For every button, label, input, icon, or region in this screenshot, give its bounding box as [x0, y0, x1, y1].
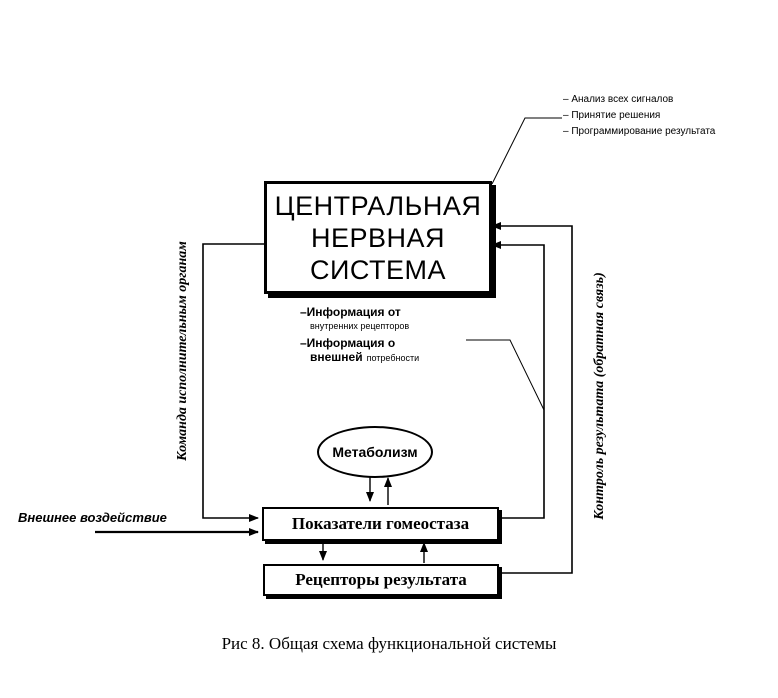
info-external-sub: потребности: [366, 353, 420, 363]
info-internal-title: –Информация от: [300, 305, 401, 319]
note-analysis: – Анализ всех сигналов: [563, 94, 674, 105]
info-internal-sub: внутренних рецепторов: [310, 321, 410, 331]
feedback-inner-connector: [491, 241, 545, 519]
homeostasis-block: Показатели гомеостаза: [262, 507, 499, 541]
note-decision: – Принятие решения: [563, 110, 661, 121]
info-internal: –Информация от внутренних рецепторов: [296, 305, 409, 333]
feedback-outer-connector: [491, 222, 573, 574]
cns-block: ЦЕНТРАЛЬНАЯ НЕРВНАЯ СИСТЕМА: [264, 181, 492, 294]
cns-line-1: ЦЕНТРАЛЬНАЯ: [274, 190, 482, 221]
note-programming: – Программирование результата: [563, 126, 716, 137]
info-pointer-line: [466, 339, 545, 411]
external-influence-label: Внешнее воздействие: [18, 510, 167, 525]
metabolism-ellipse: Метаболизм: [317, 426, 433, 478]
command-vertical-label: Команда исполнительным органам: [175, 241, 190, 461]
info-external-bold-word: внешней: [310, 350, 363, 364]
feedback-vertical-label: Контроль результата (обратная связь): [592, 272, 607, 520]
command-connector: [202, 243, 264, 522]
info-external: –Информация о внешней потребности: [296, 336, 419, 365]
cns-line-2: НЕРВНАЯ: [310, 222, 446, 253]
cns-line-3: СИСТЕМА: [309, 254, 446, 285]
info-external-title: –Информация о: [300, 336, 396, 350]
info-external-line2: внешней потребности: [296, 350, 419, 365]
figure-caption: Рис 8. Общая схема функциональной систем…: [221, 634, 557, 653]
receptors-block: Рецепторы результата: [263, 564, 499, 596]
notes-pointer-line: [491, 117, 562, 185]
